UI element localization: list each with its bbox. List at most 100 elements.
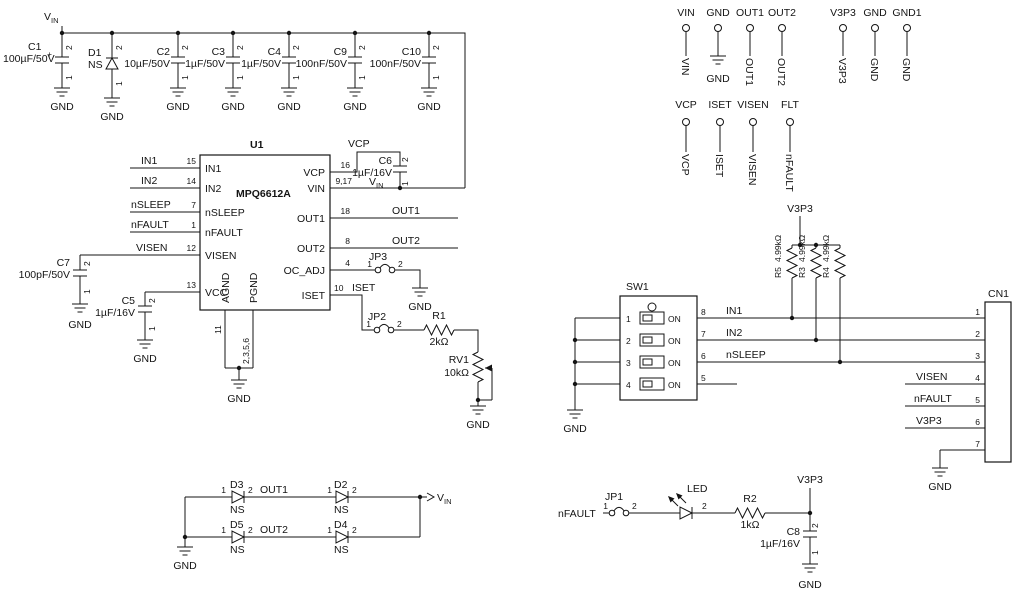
wire-headers: [685, 31, 908, 152]
c8-pin1: 1: [810, 550, 820, 555]
c1-pin1: 1: [64, 75, 74, 80]
header-labels: VIN GND OUT1 OUT2 V3P3 GND GND1 VIN GND …: [675, 7, 922, 192]
sw1-slider-4[interactable]: [642, 380, 653, 388]
pad-gnd2[interactable]: [871, 24, 879, 32]
u1-pin-num-4: 4: [345, 258, 350, 268]
hdr-net-iset: ISET: [713, 154, 725, 178]
gnd-symbol: [53, 81, 71, 97]
u1-pin-iset: ISET: [302, 290, 326, 302]
gnd-label: GND: [928, 481, 952, 493]
gnd-label: GND: [133, 353, 157, 365]
u1-pin-num-10: 10: [334, 283, 344, 293]
u1-pin-out1: OUT1: [297, 213, 325, 225]
hdr-net-vcp: VCP: [679, 154, 691, 176]
hdr-net-v3p3: V3P3: [836, 58, 848, 84]
d4-value: NS: [334, 544, 349, 556]
net-vin: V: [369, 176, 376, 188]
jp3-jumper[interactable]: [374, 263, 396, 274]
d2-ref: D2: [334, 479, 348, 491]
sw1-pin-3: 3: [626, 358, 631, 368]
rv1-ref: RV1: [449, 354, 469, 366]
gnd-symbol: [169, 81, 187, 97]
pad-flt[interactable]: [786, 118, 794, 126]
pad-v3p3[interactable]: [839, 24, 847, 32]
sw1-orientation-mark: [647, 302, 657, 312]
sw1-switch-4[interactable]: [639, 377, 665, 391]
sw1-ref: SW1: [626, 281, 649, 293]
r3-ref: R3: [797, 267, 807, 278]
net-in1-sw: IN1: [726, 305, 743, 317]
c1-polarity-plus: +: [47, 49, 52, 59]
sw1-pin-5: 5: [701, 373, 706, 383]
net-in2: IN2: [141, 175, 158, 187]
pad-gnd1[interactable]: [903, 24, 911, 32]
sw1-switch-2[interactable]: [639, 333, 665, 347]
pad-iset[interactable]: [716, 118, 724, 126]
c1-pin2: 2: [64, 45, 74, 50]
junction-dot: [397, 185, 403, 191]
c10-ref: C10: [402, 46, 421, 58]
c7-pin1: 1: [82, 289, 92, 294]
d2-pin2: 2: [352, 485, 357, 495]
sw1-slider-2[interactable]: [642, 336, 653, 344]
gnd-label: GND: [221, 101, 245, 113]
r1-resistor: [423, 324, 455, 336]
gnd-label: GND: [173, 560, 197, 572]
hdr-out2: OUT2: [768, 7, 796, 19]
sw1-switch-1[interactable]: [639, 311, 665, 325]
d3-diode: [231, 490, 245, 504]
gnd-label: GND: [408, 301, 432, 313]
pad-out2[interactable]: [778, 24, 786, 32]
pad-vin[interactable]: [682, 24, 690, 32]
junction-dot: [572, 337, 578, 343]
c1-ref: C1: [28, 41, 42, 53]
jp1-jumper[interactable]: [608, 506, 630, 517]
hdr-net-vin: VIN: [679, 58, 691, 76]
u1-pin-nsleep: nSLEEP: [205, 207, 245, 219]
c1-value: 100µF/50V: [3, 53, 55, 65]
c6-value: 1µF/16V: [352, 167, 392, 179]
r1-ref: R1: [432, 310, 446, 322]
jp2-jumper[interactable]: [373, 323, 395, 334]
pad-gnd[interactable]: [714, 24, 722, 32]
pad-vcp[interactable]: [682, 118, 690, 126]
junction-dot: [417, 494, 423, 500]
gnd-label: GND: [50, 101, 74, 113]
hdr-net-gnd1: GND: [900, 58, 912, 82]
r5-value: 4.99kΩ: [773, 235, 783, 262]
pad-visen[interactable]: [749, 118, 757, 126]
sw1-body: [619, 295, 698, 401]
c8-ref: C8: [787, 526, 801, 538]
c7-ref: C7: [57, 257, 71, 269]
gnd-label: GND: [466, 419, 490, 431]
jp3-ref: JP3: [369, 251, 387, 263]
hdr-net-gnd: GND: [868, 58, 880, 82]
c6-ref: C6: [379, 155, 393, 167]
gnd-label: GND: [227, 393, 251, 405]
cn1-body: [984, 301, 1012, 463]
c7-value: 100pF/50V: [19, 269, 70, 281]
sw1-switch-3[interactable]: [639, 355, 665, 369]
d2-value: NS: [334, 504, 349, 516]
wire-u1-right: [330, 151, 493, 401]
sw1-pin-8: 8: [701, 307, 706, 317]
c7-pin2: 2: [82, 261, 92, 266]
sw1-slider-3[interactable]: [642, 358, 653, 366]
sw1-slider-1[interactable]: [642, 314, 653, 322]
c9-ref: C9: [334, 46, 348, 58]
c6-pin2: 2: [400, 157, 410, 162]
c5-value: 1µF/16V: [95, 307, 135, 319]
u1-pin-num-16: 16: [341, 160, 351, 170]
d1-diode: [105, 57, 119, 70]
gnd-symbol: [224, 81, 242, 97]
d1-value: NS: [88, 59, 103, 71]
gnd-label: GND: [798, 579, 822, 591]
d4-pin1: 1: [327, 525, 332, 535]
u1-part: MPQ6612A: [236, 188, 291, 200]
led-pin2: 2: [702, 501, 707, 511]
net-visen-cn: VISEN: [916, 371, 948, 383]
hdr-v3p3: V3P3: [830, 7, 856, 19]
pad-out1[interactable]: [746, 24, 754, 32]
rv1-potentiometer: [472, 351, 484, 383]
c6-capacitor: [392, 165, 408, 173]
